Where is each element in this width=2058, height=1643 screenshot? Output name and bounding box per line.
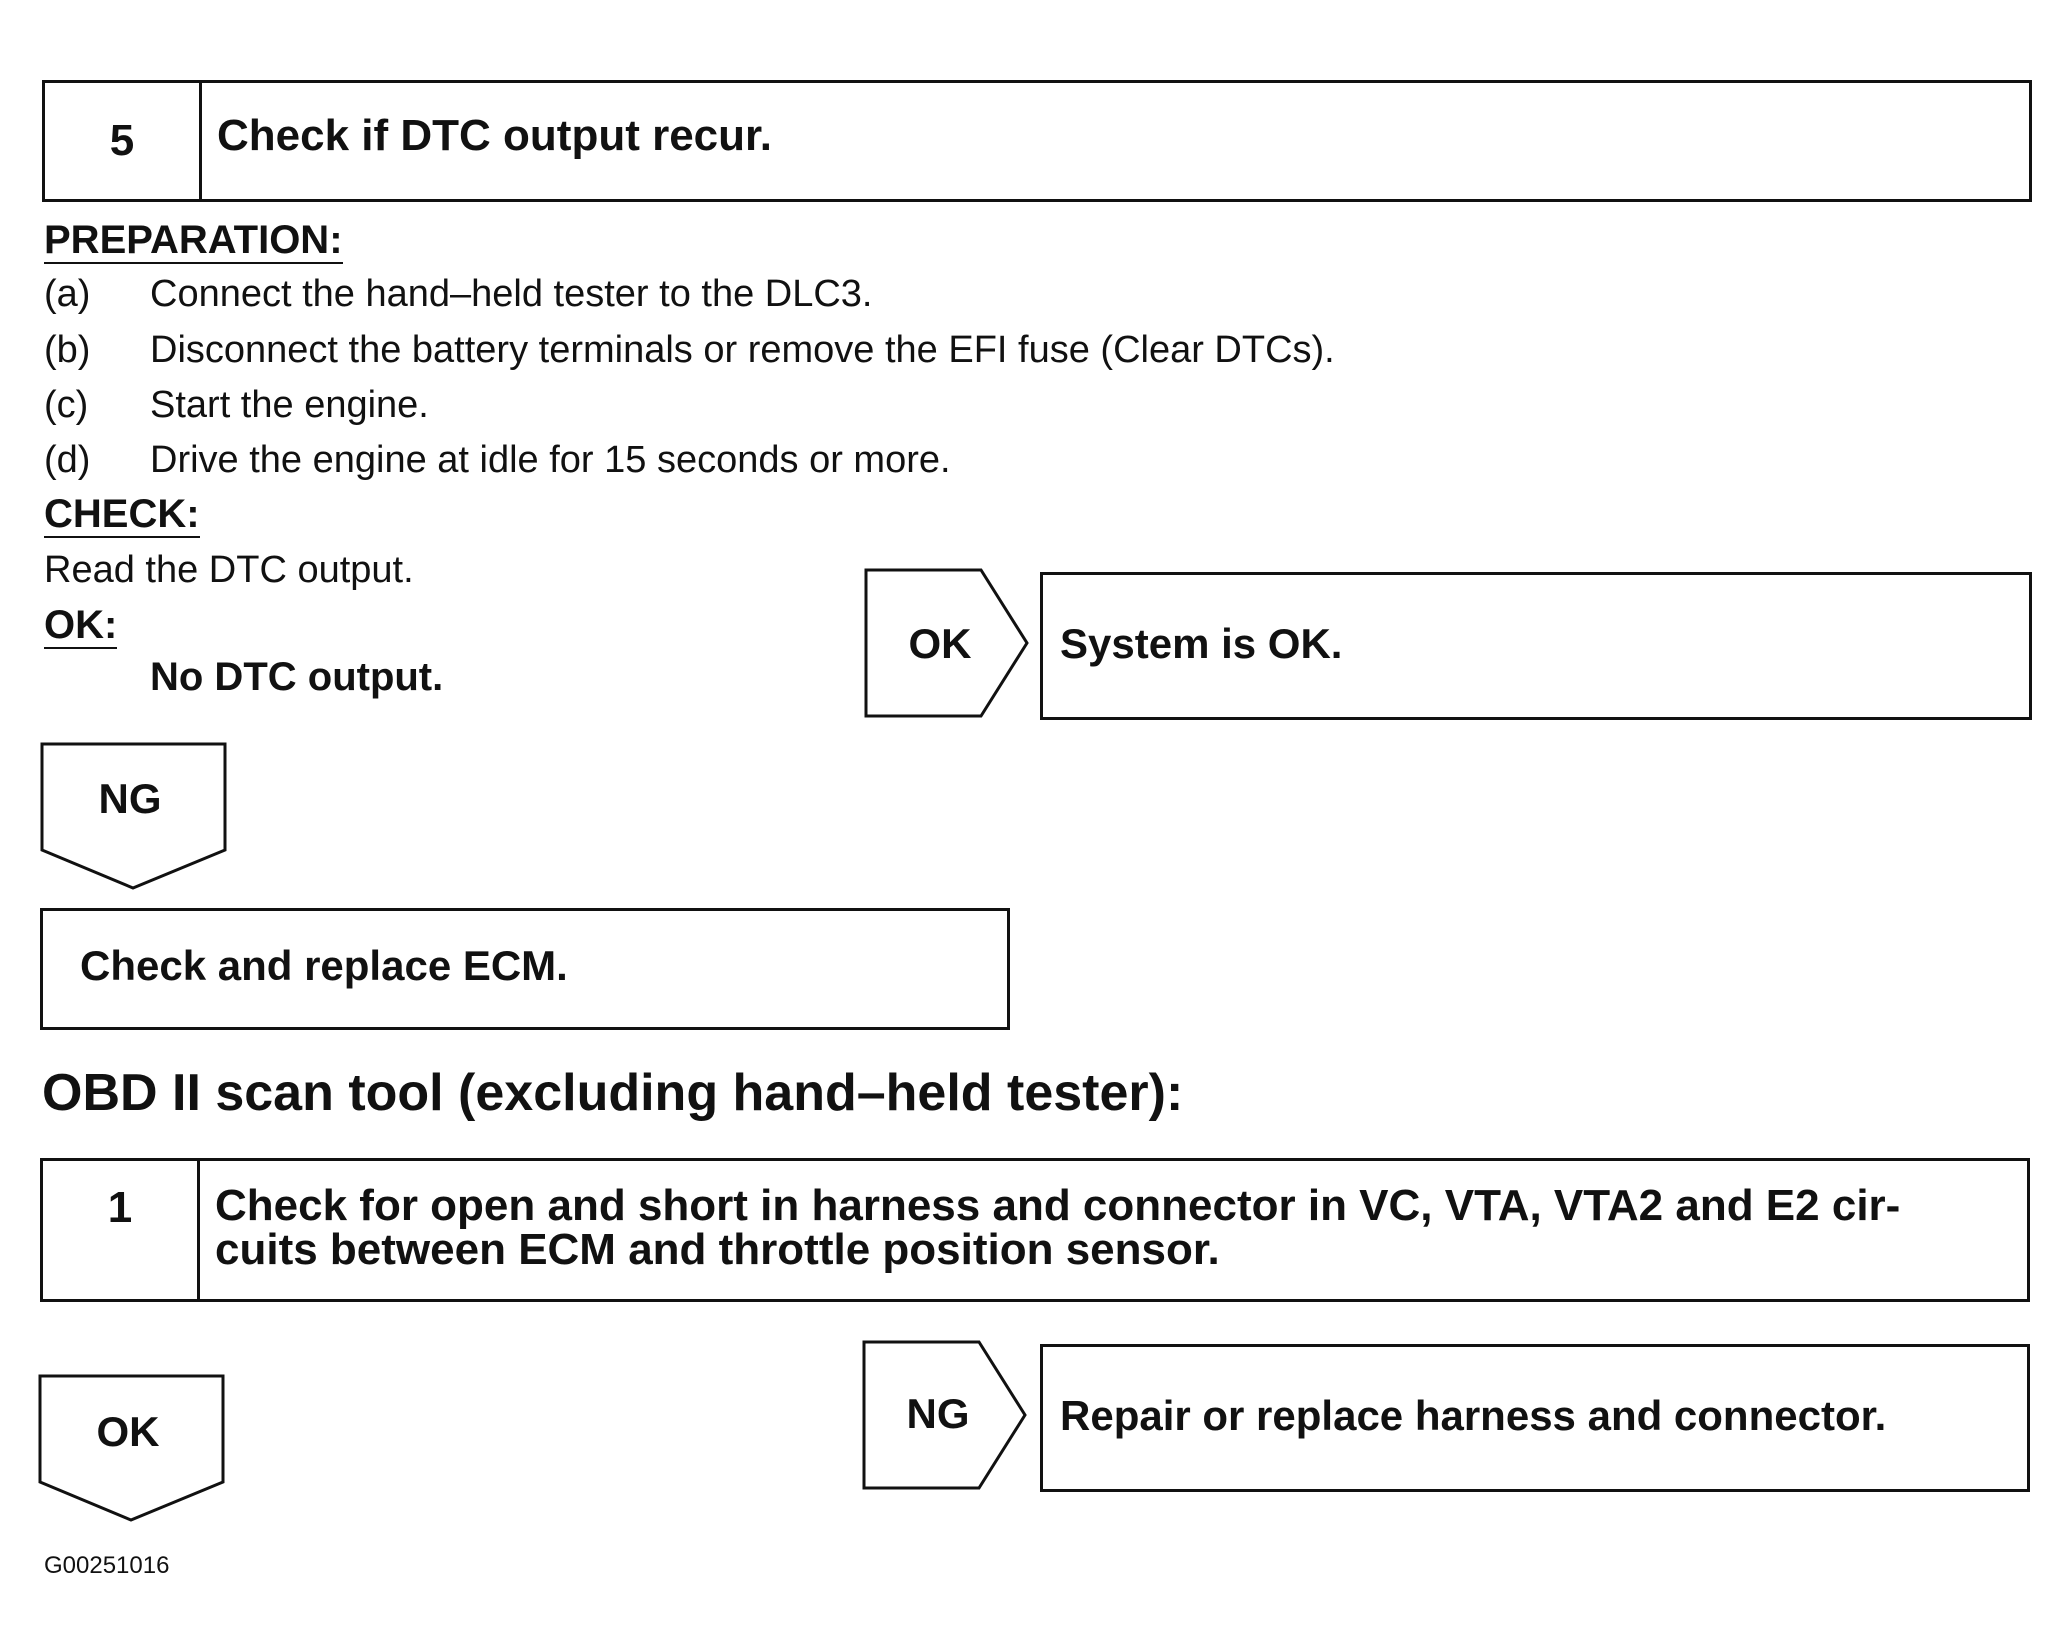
prep-item-a-text: Connect the hand–held tester to the DLC3… — [150, 273, 873, 315]
preparation-heading: PREPARATION: — [44, 218, 343, 264]
section-title: OBD II scan tool (excluding hand–held te… — [42, 1064, 1184, 1122]
step1-title-line2: cuits between ECM and throttle position … — [215, 1225, 1220, 1274]
ok-arrow-down — [38, 1374, 225, 1522]
ng-arrow-right — [862, 1340, 1027, 1490]
step1-box: 1 Check for open and short in harness an… — [40, 1158, 2030, 1302]
check-heading: CHECK: — [44, 492, 200, 538]
prep-item-b-text: Disconnect the battery terminals or remo… — [150, 329, 1335, 371]
ng-result-box — [40, 908, 1010, 1030]
ok-result-text: System is OK. — [1060, 620, 1343, 667]
step5-title: Check if DTC output recur. — [217, 111, 772, 160]
prep-item-d-letter: (d) — [44, 439, 91, 481]
ok-text: No DTC output. — [150, 655, 444, 699]
ng-arrow-label: NG — [98, 775, 162, 822]
check-text: Read the DTC output. — [44, 549, 414, 591]
figure-id: G00251016 — [44, 1552, 170, 1579]
step1-number: 1 — [43, 1161, 200, 1299]
prep-item-c-letter: (c) — [44, 384, 89, 426]
ng-repair-text: Repair or replace harness and connector. — [1060, 1392, 1887, 1439]
prep-item-d-text: Drive the engine at idle for 15 seconds … — [150, 439, 951, 481]
ok-arrow-label: OK — [908, 620, 972, 667]
prep-item-c-text: Start the engine. — [150, 384, 429, 426]
step1-title-line1: Check for open and short in harness and … — [215, 1181, 1901, 1230]
ng-arrow-right-label: NG — [906, 1390, 970, 1437]
ok-result-box — [1040, 572, 2032, 720]
ng-result-text: Check and replace ECM. — [80, 942, 568, 989]
step5-box: 5 Check if DTC output recur. — [42, 80, 2032, 202]
ok-arrow-right — [864, 568, 1029, 718]
ng-repair-box — [1040, 1344, 2030, 1492]
prep-item-a-letter: (a) — [44, 273, 91, 315]
ok-heading: OK: — [44, 603, 118, 649]
ok-arrow-down-label: OK — [96, 1408, 160, 1455]
prep-item-b-letter: (b) — [44, 329, 91, 371]
step5-number: 5 — [45, 83, 202, 199]
ng-arrow-down — [40, 742, 227, 890]
